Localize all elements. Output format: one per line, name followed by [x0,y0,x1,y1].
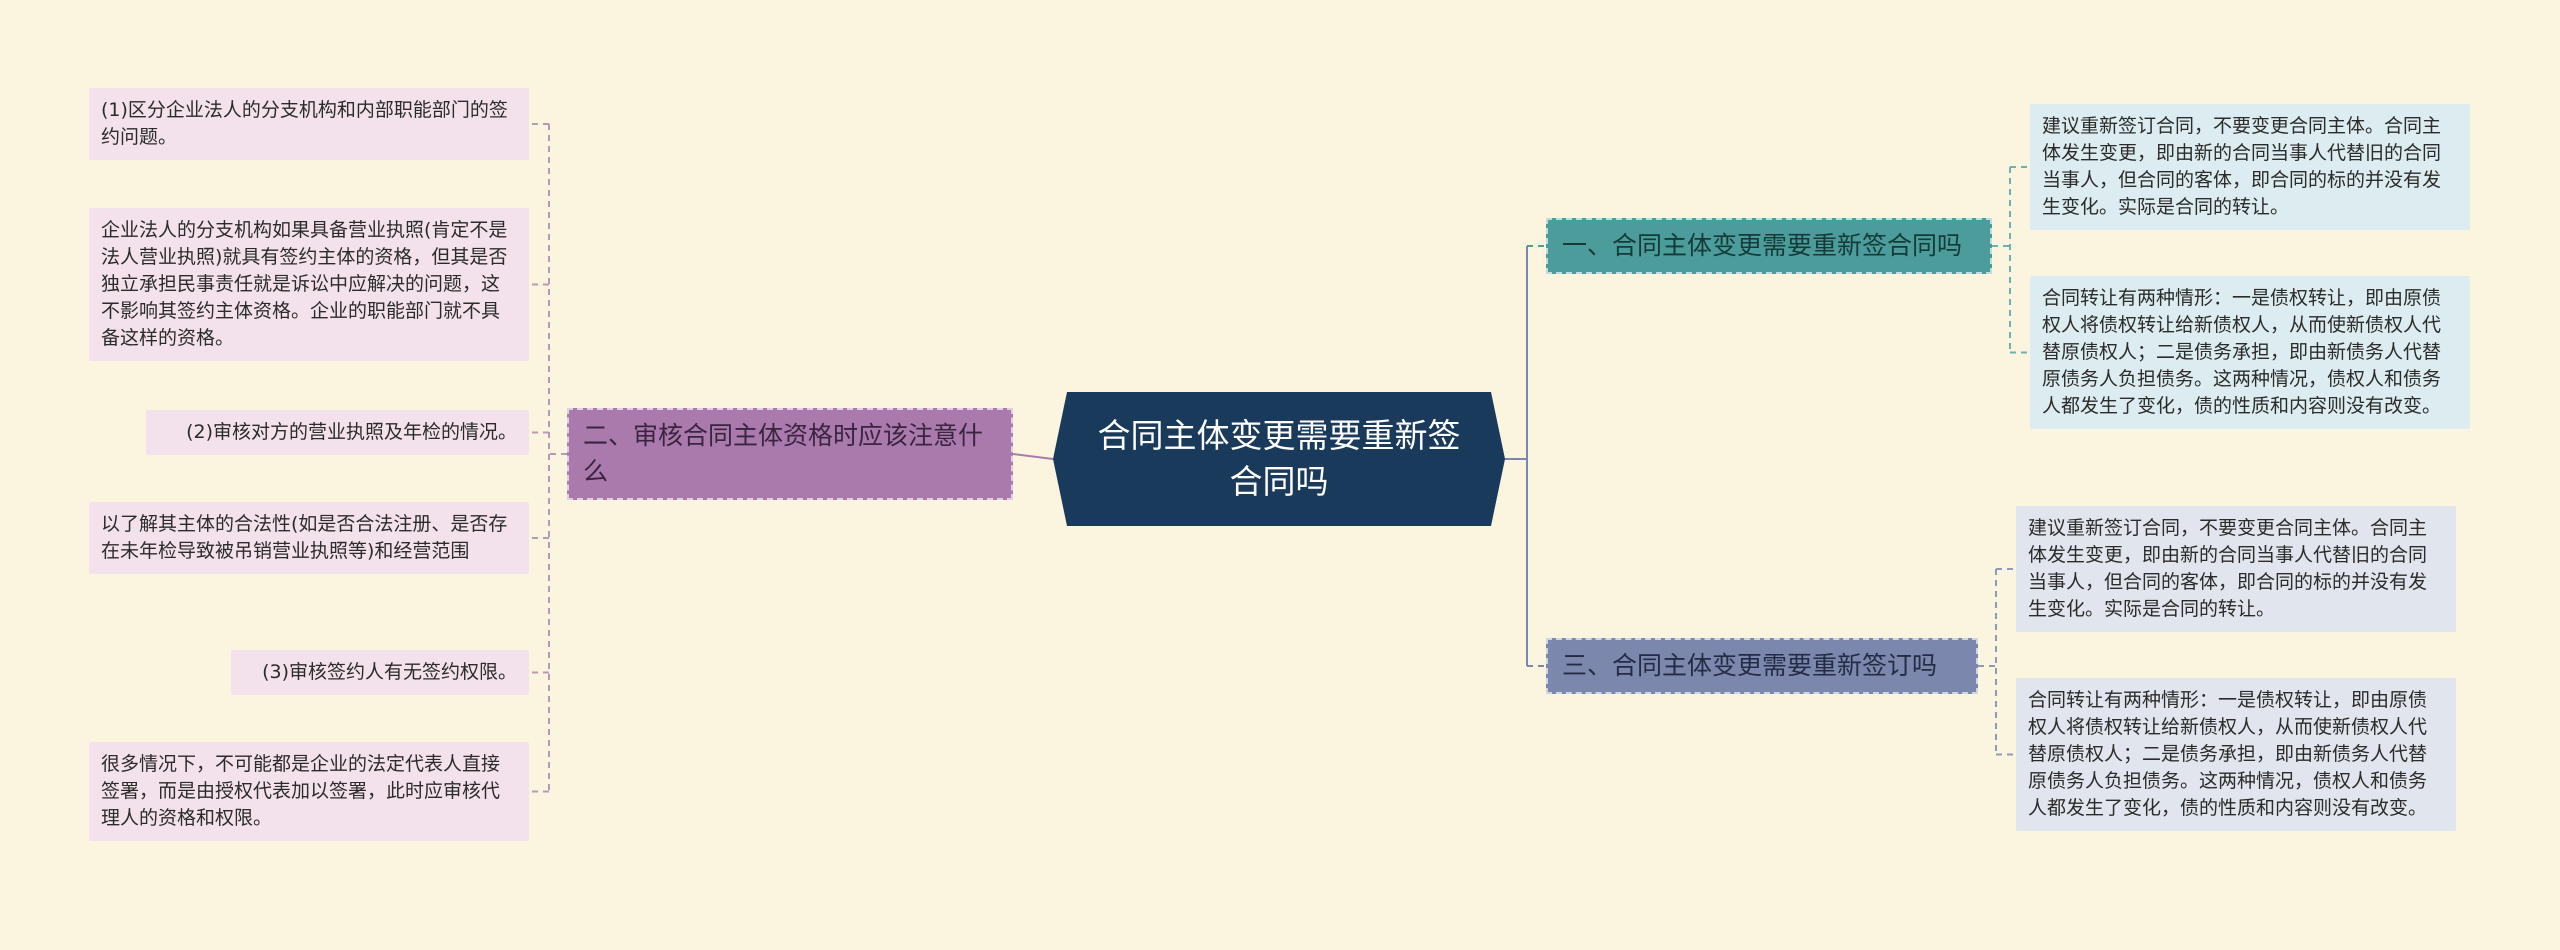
branch-topic-2[interactable]: 二、审核合同主体资格时应该注意什么 [567,408,1013,500]
branch-3-note-1[interactable]: 建议重新签订合同，不要变更合同主体。合同主体发生变更，即由新的合同当事人代替旧的… [2016,506,2456,632]
branch-2-note-1[interactable]: (1)区分企业法人的分支机构和内部职能部门的签约问题。 [89,88,529,160]
branch-2-note-4[interactable]: 以了解其主体的合法性(如是否合法注册、是否存在未年检导致被吊销营业执照等)和经营… [89,502,529,574]
note-text: 企业法人的分支机构如果具备营业执照(肯定不是法人营业执照)就具有签约主体的资格，… [101,219,508,349]
branch-2-note-2[interactable]: 企业法人的分支机构如果具备营业执照(肯定不是法人营业执照)就具有签约主体的资格，… [89,208,529,361]
note-text: 建议重新签订合同，不要变更合同主体。合同主体发生变更，即由新的合同当事人代替旧的… [2028,517,2428,620]
note-text: 建议重新签订合同，不要变更合同主体。合同主体发生变更，即由新的合同当事人代替旧的… [2042,115,2442,218]
root-topic[interactable]: 合同主体变更需要重新签合同吗 [1053,392,1505,526]
branch-3-note-2[interactable]: 合同转让有两种情形：一是债权转让，即由原债权人将债权转让给新债权人，从而使新债权… [2016,678,2456,831]
branch-2-note-3[interactable]: (2)审核对方的营业执照及年检的情况。 [146,410,529,455]
note-text: 合同转让有两种情形：一是债权转让，即由原债权人将债权转让给新债权人，从而使新债权… [2042,287,2442,417]
branch-topic-1-label: 一、合同主体变更需要重新签合同吗 [1562,231,1963,260]
branch-topic-3-label: 三、合同主体变更需要重新签订吗 [1562,651,1938,680]
branch-2-note-5[interactable]: (3)审核签约人有无签约权限。 [231,650,529,695]
root-topic-label: 合同主体变更需要重新签合同吗 [1097,416,1461,501]
note-text: 以了解其主体的合法性(如是否合法注册、是否存在未年检导致被吊销营业执照等)和经营… [101,513,508,562]
note-text: 很多情况下，不可能都是企业的法定代表人直接签署，而是由授权代表加以签署，此时应审… [101,753,501,829]
branch-2-note-6[interactable]: 很多情况下，不可能都是企业的法定代表人直接签署，而是由授权代表加以签署，此时应审… [89,742,529,841]
note-text: 合同转让有两种情形：一是债权转让，即由原债权人将债权转让给新债权人，从而使新债权… [2028,689,2428,819]
branch-topic-3[interactable]: 三、合同主体变更需要重新签订吗 [1546,638,1978,694]
note-text: (1)区分企业法人的分支机构和内部职能部门的签约问题。 [101,99,508,148]
note-text: (2)审核对方的营业执照及年检的情况。 [186,421,517,443]
link-root-branch-2 [1012,453,1054,460]
branch-1-note-1[interactable]: 建议重新签订合同，不要变更合同主体。合同主体发生变更，即由新的合同当事人代替旧的… [2030,104,2470,230]
branch-topic-2-label: 二、审核合同主体资格时应该注意什么 [583,421,984,486]
branch-1-note-2[interactable]: 合同转让有两种情形：一是债权转让，即由原债权人将债权转让给新债权人，从而使新债权… [2030,276,2470,429]
note-text: (3)审核签约人有无签约权限。 [262,661,517,683]
branch-topic-1[interactable]: 一、合同主体变更需要重新签合同吗 [1546,218,1992,274]
